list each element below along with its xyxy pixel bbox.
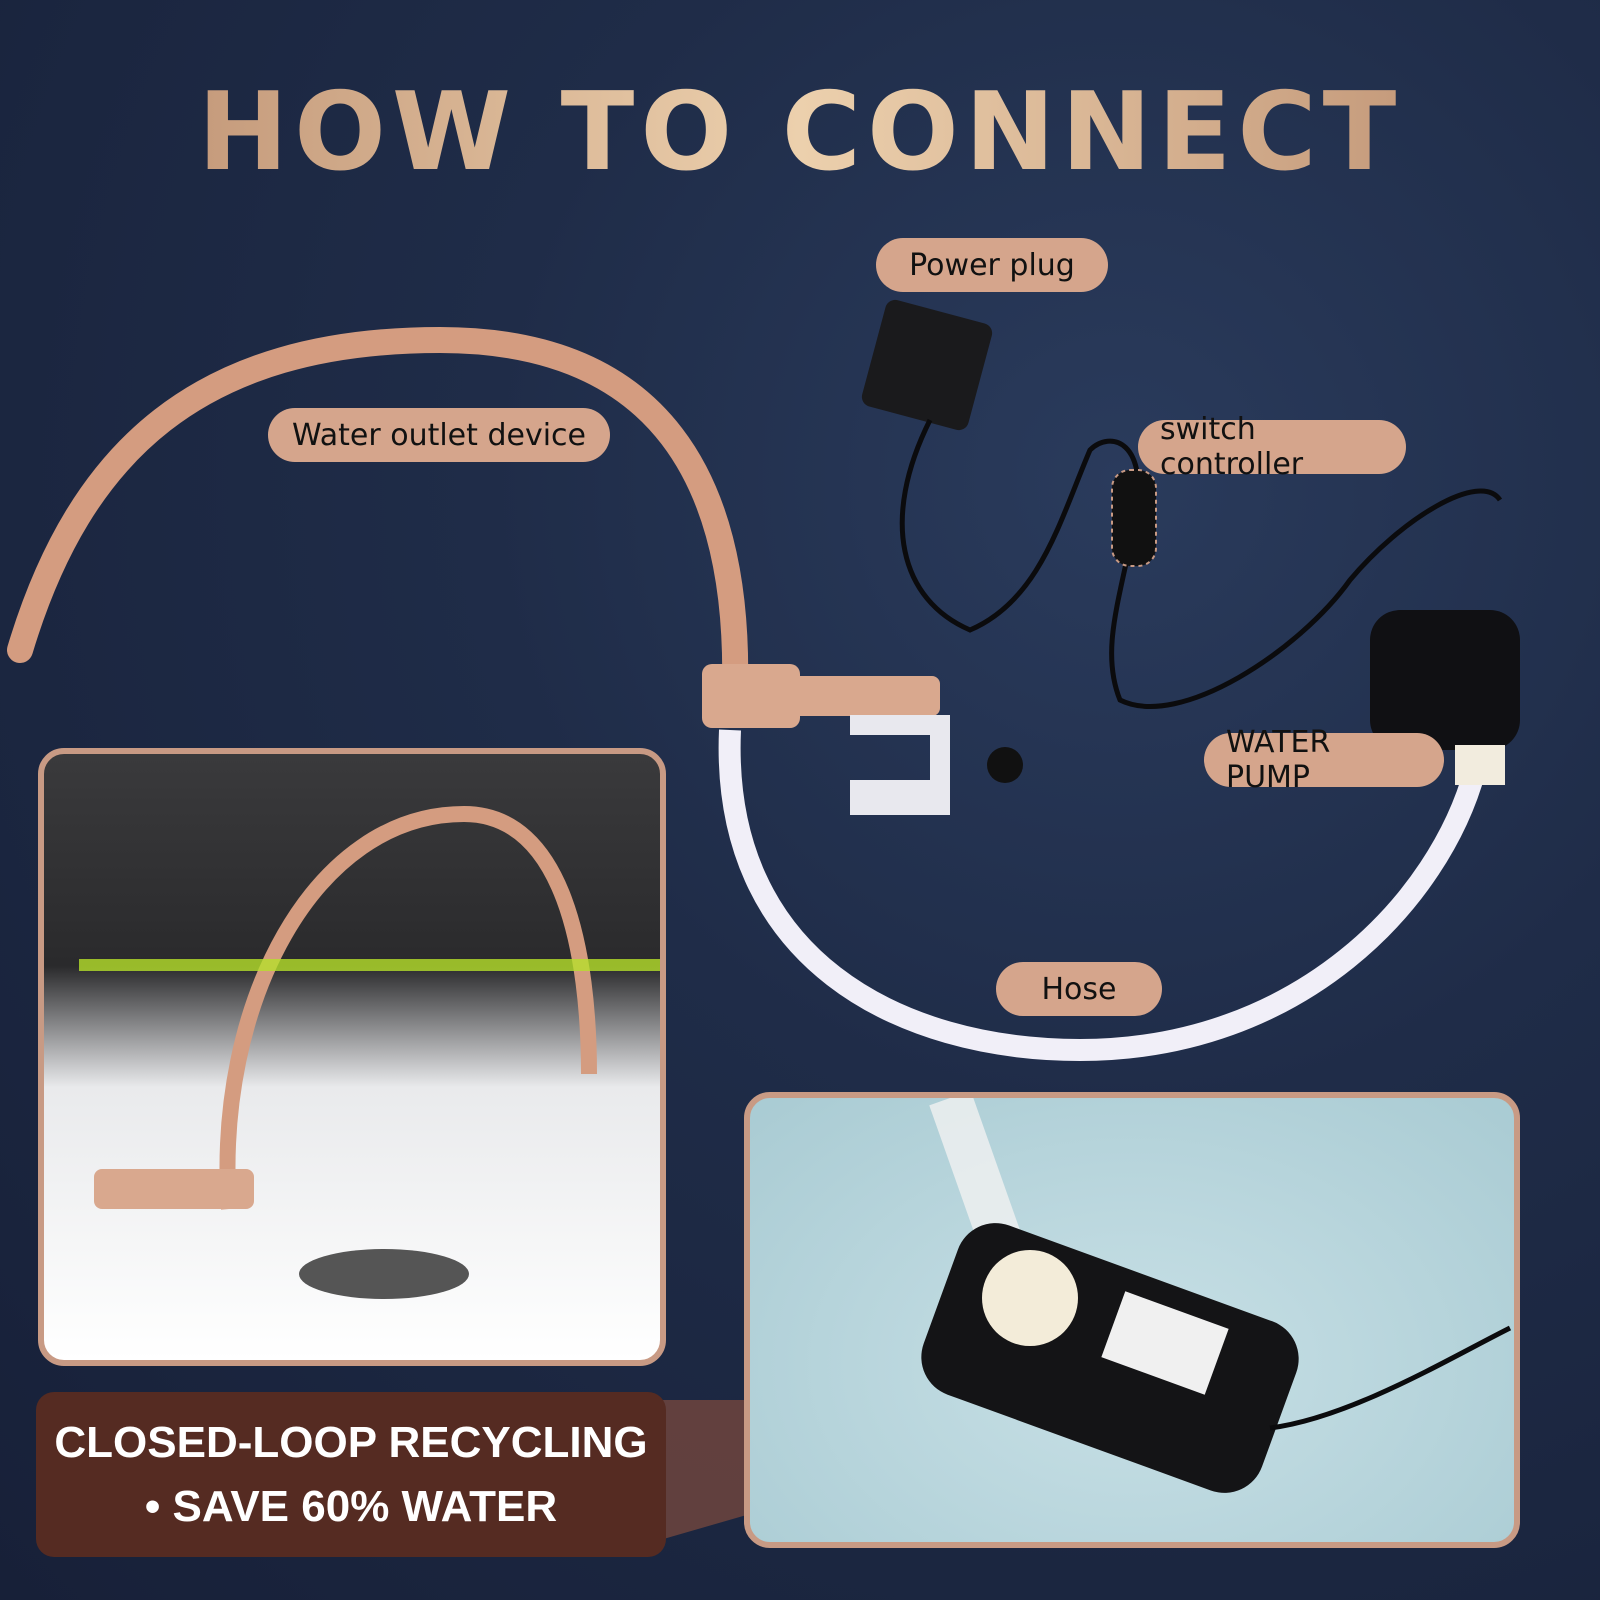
water-outlet-tube [7,326,749,703]
banner-line-2: • SAVE 60% WATER [144,1481,558,1531]
label-switch-controller: switch controller [1138,412,1406,482]
label-water-pump: WATER PUMP [1204,725,1444,795]
clamp [850,715,950,815]
clamp-mount [702,664,800,728]
sink-installation-photo [38,748,666,1366]
hose [718,729,1486,1062]
power-plug [861,299,993,431]
banner-line-1: CLOSED-LOOP RECYCLING [54,1417,648,1467]
page-title: HOW TO CONNECT [0,70,1600,195]
label-water-outlet: Water outlet device [268,408,610,462]
label-hose: Hose [996,962,1162,1016]
switch-controller [1111,469,1157,567]
recycling-banner: CLOSED-LOOP RECYCLING • SAVE 60% WATER [36,1392,666,1557]
pump-in-basin-photo [744,1092,1520,1548]
label-power-plug: Power plug [876,238,1108,292]
water-pump [1370,610,1520,750]
